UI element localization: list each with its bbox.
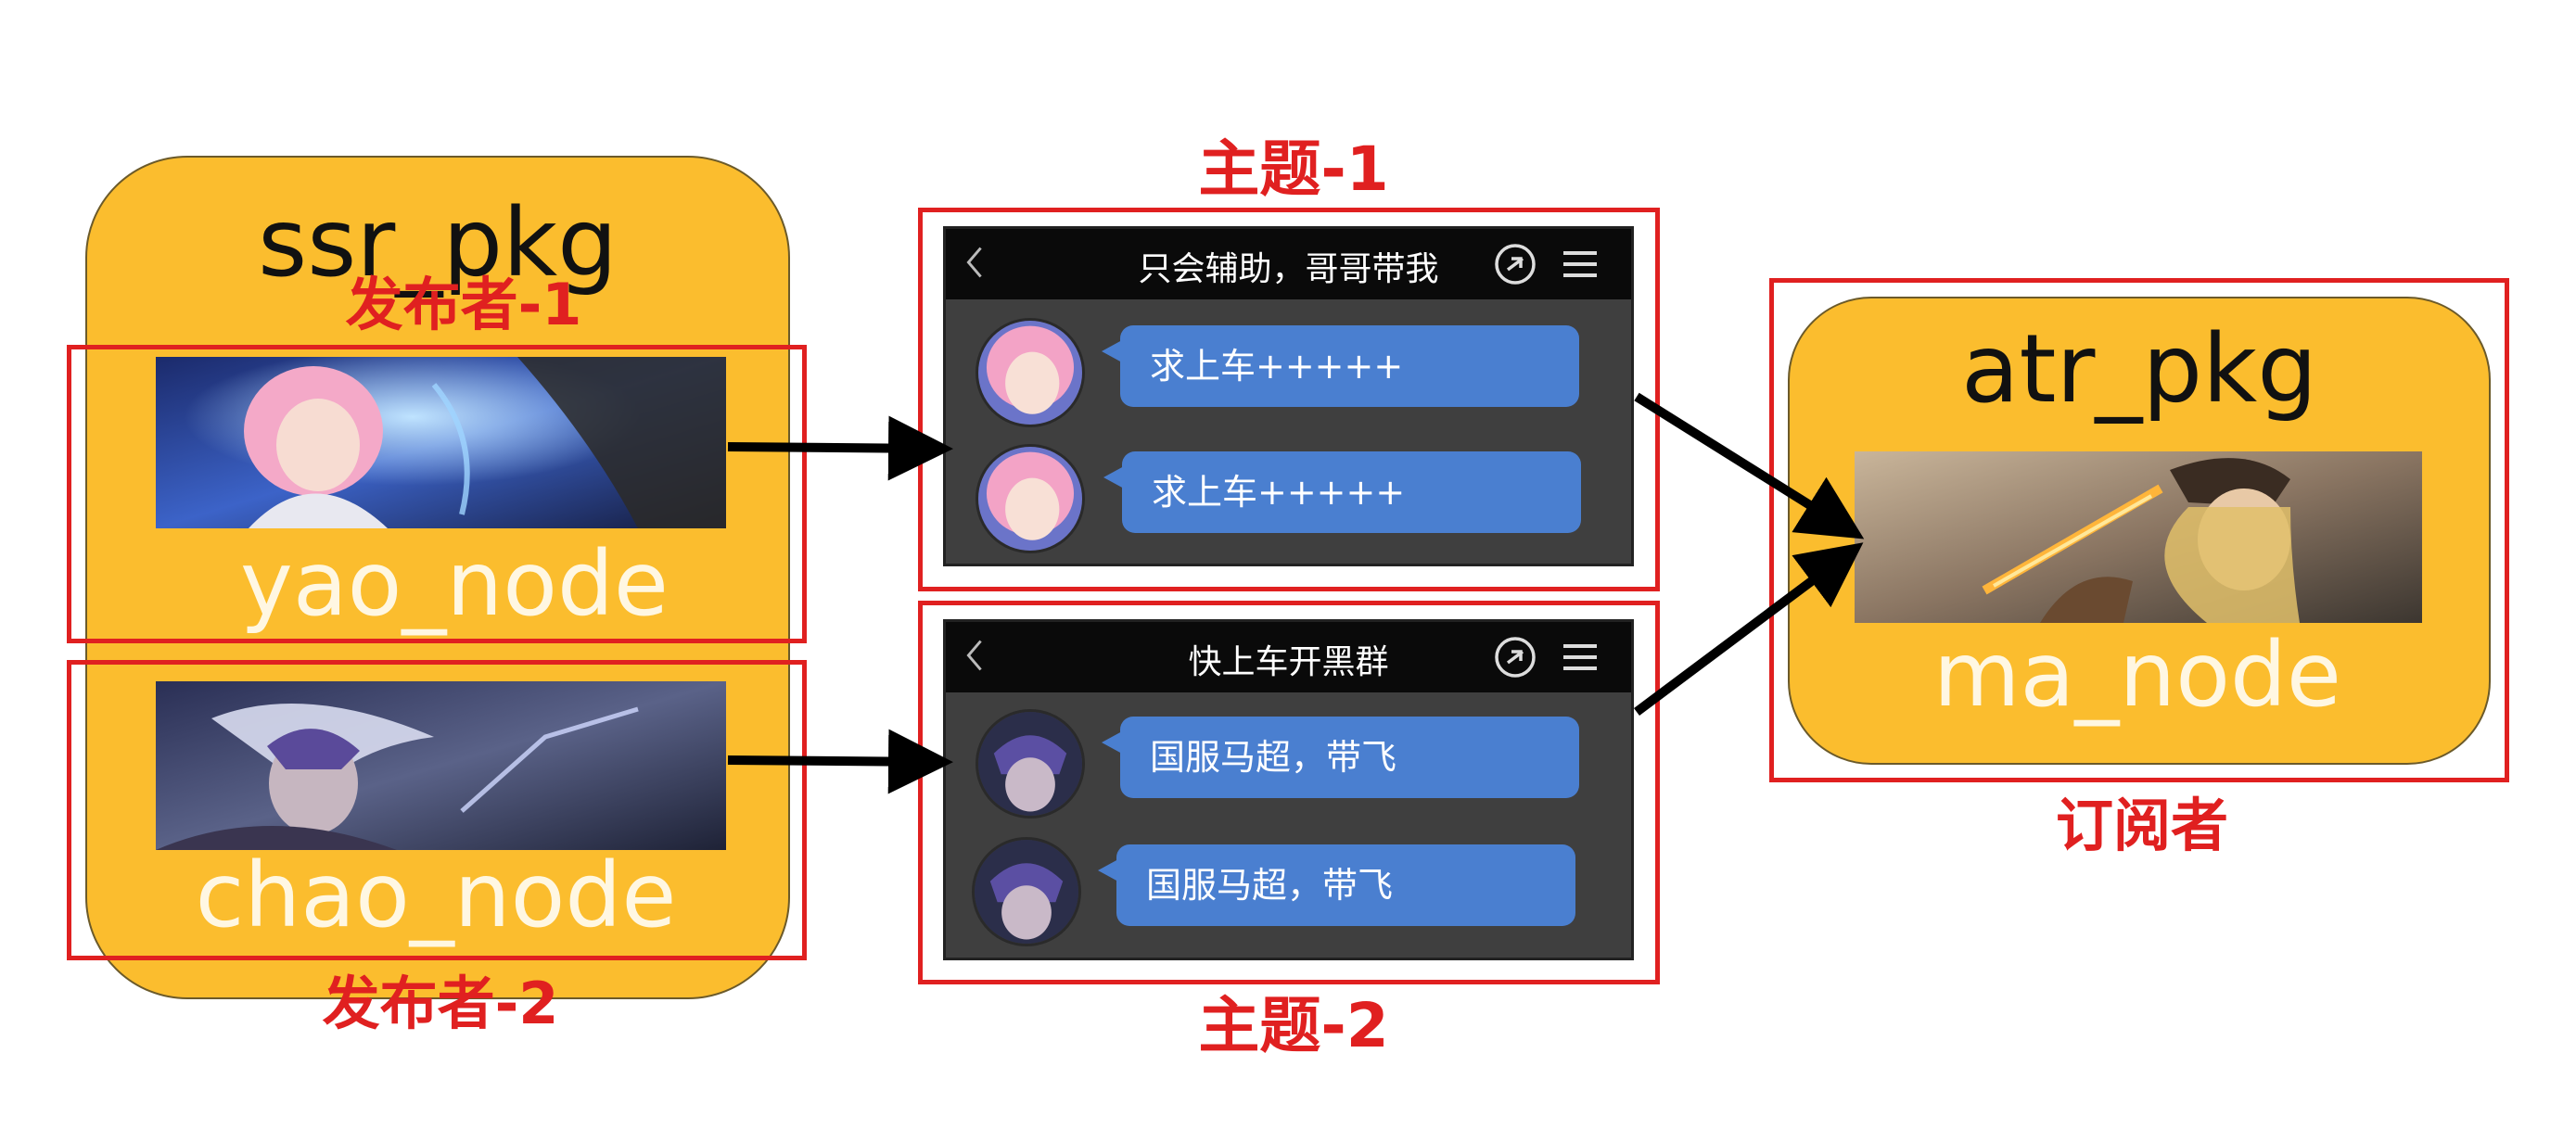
menu-icon[interactable] — [1562, 246, 1599, 283]
publisher-1-label: 发布者-1 — [345, 271, 582, 338]
topic-1-chat-title: 只会辅助，哥哥带我 — [1138, 250, 1439, 288]
menu-icon[interactable] — [1562, 639, 1599, 676]
publisher-1-frame — [67, 345, 807, 643]
ssr-pkg-title: ssr_pkg — [258, 188, 618, 298]
chao-hero-image — [156, 681, 726, 850]
publisher-2-label: 发布者-2 — [322, 970, 559, 1037]
topic-1-avatar-1 — [976, 318, 1085, 427]
topic-1-chat-header: 只会辅助，哥哥带我 — [946, 229, 1631, 299]
topic-1-chat-panel: 只会辅助，哥哥带我 求上车+++++ 求上车+++++ — [943, 226, 1634, 566]
topic-2-avatar-2 — [972, 837, 1081, 946]
publisher-2-frame — [67, 660, 807, 960]
ssr-pkg-box: ssr_pkg — [85, 156, 790, 999]
topic-2-label: 主题-2 — [1198, 990, 1389, 1061]
yao-hero-image — [156, 357, 726, 528]
topic-1-label: 主题-1 — [1198, 133, 1389, 205]
subscriber-label: 订阅者 — [2055, 792, 2228, 859]
yao-node-label: yao_node — [240, 532, 669, 636]
topic-1-avatar-2 — [976, 444, 1085, 553]
atr-pkg-title: atr_pkg — [1961, 314, 2317, 425]
topic-2-chat-header: 快上车开黑群 — [946, 622, 1631, 692]
topic-2-chat-title: 快上车开黑群 — [1188, 643, 1389, 681]
topic-2-message-2: 国服马超，带飞 — [1098, 844, 1575, 926]
topic-1-message-2: 求上车+++++ — [1103, 451, 1581, 533]
back-arrow-icon[interactable] — [964, 635, 985, 676]
ma-node-label: ma_node — [1933, 623, 2341, 727]
topic-2-message-1: 国服马超，带飞 — [1102, 717, 1579, 798]
topic-2-avatar-1 — [976, 709, 1085, 818]
topic-2-chat-panel: 快上车开黑群 国服马超，带飞 国服马超，带飞 — [943, 619, 1634, 960]
topic-1-message-1: 求上车+++++ — [1102, 325, 1579, 407]
link-icon[interactable] — [1493, 242, 1537, 286]
back-arrow-icon[interactable] — [964, 242, 985, 283]
chao-node-label: chao_node — [195, 844, 677, 947]
ma-hero-image — [1855, 451, 2422, 623]
link-icon[interactable] — [1493, 635, 1537, 679]
